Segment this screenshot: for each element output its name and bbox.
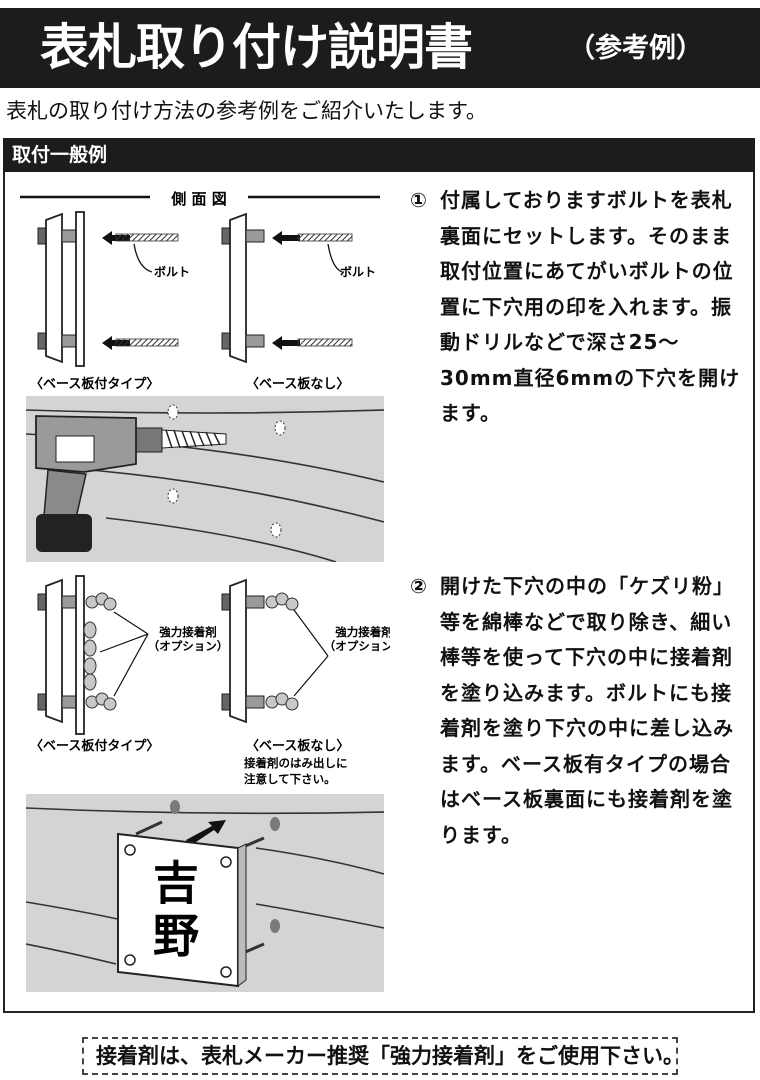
bolt-label-right: ボルト — [340, 264, 376, 279]
base-type-adhesive-assembly — [37, 575, 149, 735]
adhesive-label-left: 強力接着剤 — [159, 625, 217, 639]
step-1-text: 付属しておりますボルトを表札裏面にセットします。そのまま取付位置にあてがいボルト… — [440, 188, 741, 425]
drill-hole-marks — [167, 404, 286, 538]
section-bar — [3, 138, 755, 172]
nameplate-char-1: 吉 — [153, 856, 199, 910]
title-bar — [0, 8, 760, 88]
drill-tool — [35, 415, 227, 552]
nameplate-char-2: 野 — [153, 909, 199, 963]
option-label-left: （オプション） — [148, 639, 229, 653]
adhesive-diagram: 強力接着剤 （オプション） 〈ベース板付タイプ〉 強力接着剤 （オプション） 〈… — [30, 575, 390, 786]
nobase-type-assembly — [221, 212, 353, 364]
type-nobase-label-2: 〈ベース板なし〉 — [246, 738, 349, 754]
base-type-assembly — [37, 211, 179, 367]
step-2: ② 開けた下穴の中の「ケズリ粉」等を綿棒などで取り除き、細い棒等を使って下穴の中… — [410, 569, 750, 853]
wall-holes — [170, 800, 280, 933]
caution-line-2: 注意して下さい。 — [244, 772, 336, 786]
page-subtitle: （参考例） — [568, 33, 703, 64]
type-base-label-1: 〈ベース板付タイプ〉 — [30, 376, 159, 391]
nameplate — [117, 832, 247, 988]
step-2-number: ② — [410, 574, 428, 598]
page-title: 表札取り付け説明書 — [40, 19, 473, 76]
caution-line-1: 接着剤のはみ出しに — [244, 756, 348, 770]
side-view-label: 側 面 図 — [170, 190, 226, 208]
bolt-label-left: ボルト — [154, 264, 190, 279]
notice-box — [82, 1037, 678, 1075]
type-base-label-2: 〈ベース板付タイプ〉 — [30, 738, 159, 754]
nobase-type-adhesive-assembly — [221, 578, 329, 724]
step-1-number: ① — [410, 188, 428, 212]
section-label: 取付一般例 — [12, 144, 108, 166]
type-nobase-label-1: 〈ベース板なし〉 — [246, 376, 349, 391]
drill-illustration — [26, 396, 384, 562]
adhesive-label-right: 強力接着剤 — [335, 625, 390, 639]
notice-text: 接着剤は、表札メーカー推奨「強力接着剤」をご使用下さい。 — [96, 1044, 684, 1068]
nameplate-illustration: 吉 野 — [26, 794, 384, 992]
step-2-text: 開けた下穴の中の「ケズリ粉」等を綿棒などで取り除き、細い棒等を使って下穴の中に接… — [440, 574, 734, 847]
insert-arrow — [186, 820, 226, 846]
side-view-diagram: 側 面 図 ボルト 〈ベース板付タイプ〉 ボルト 〈ベース板なし〉 — [20, 190, 380, 391]
step-1: ① 付属しておりますボルトを表札裏面にセットします。そのまま取付位置にあてがいボ… — [410, 183, 750, 432]
option-label-right: （オプション） — [324, 639, 390, 653]
intro-text: 表札の取り付け方法の参考例をご紹介いたします。 — [6, 99, 487, 123]
